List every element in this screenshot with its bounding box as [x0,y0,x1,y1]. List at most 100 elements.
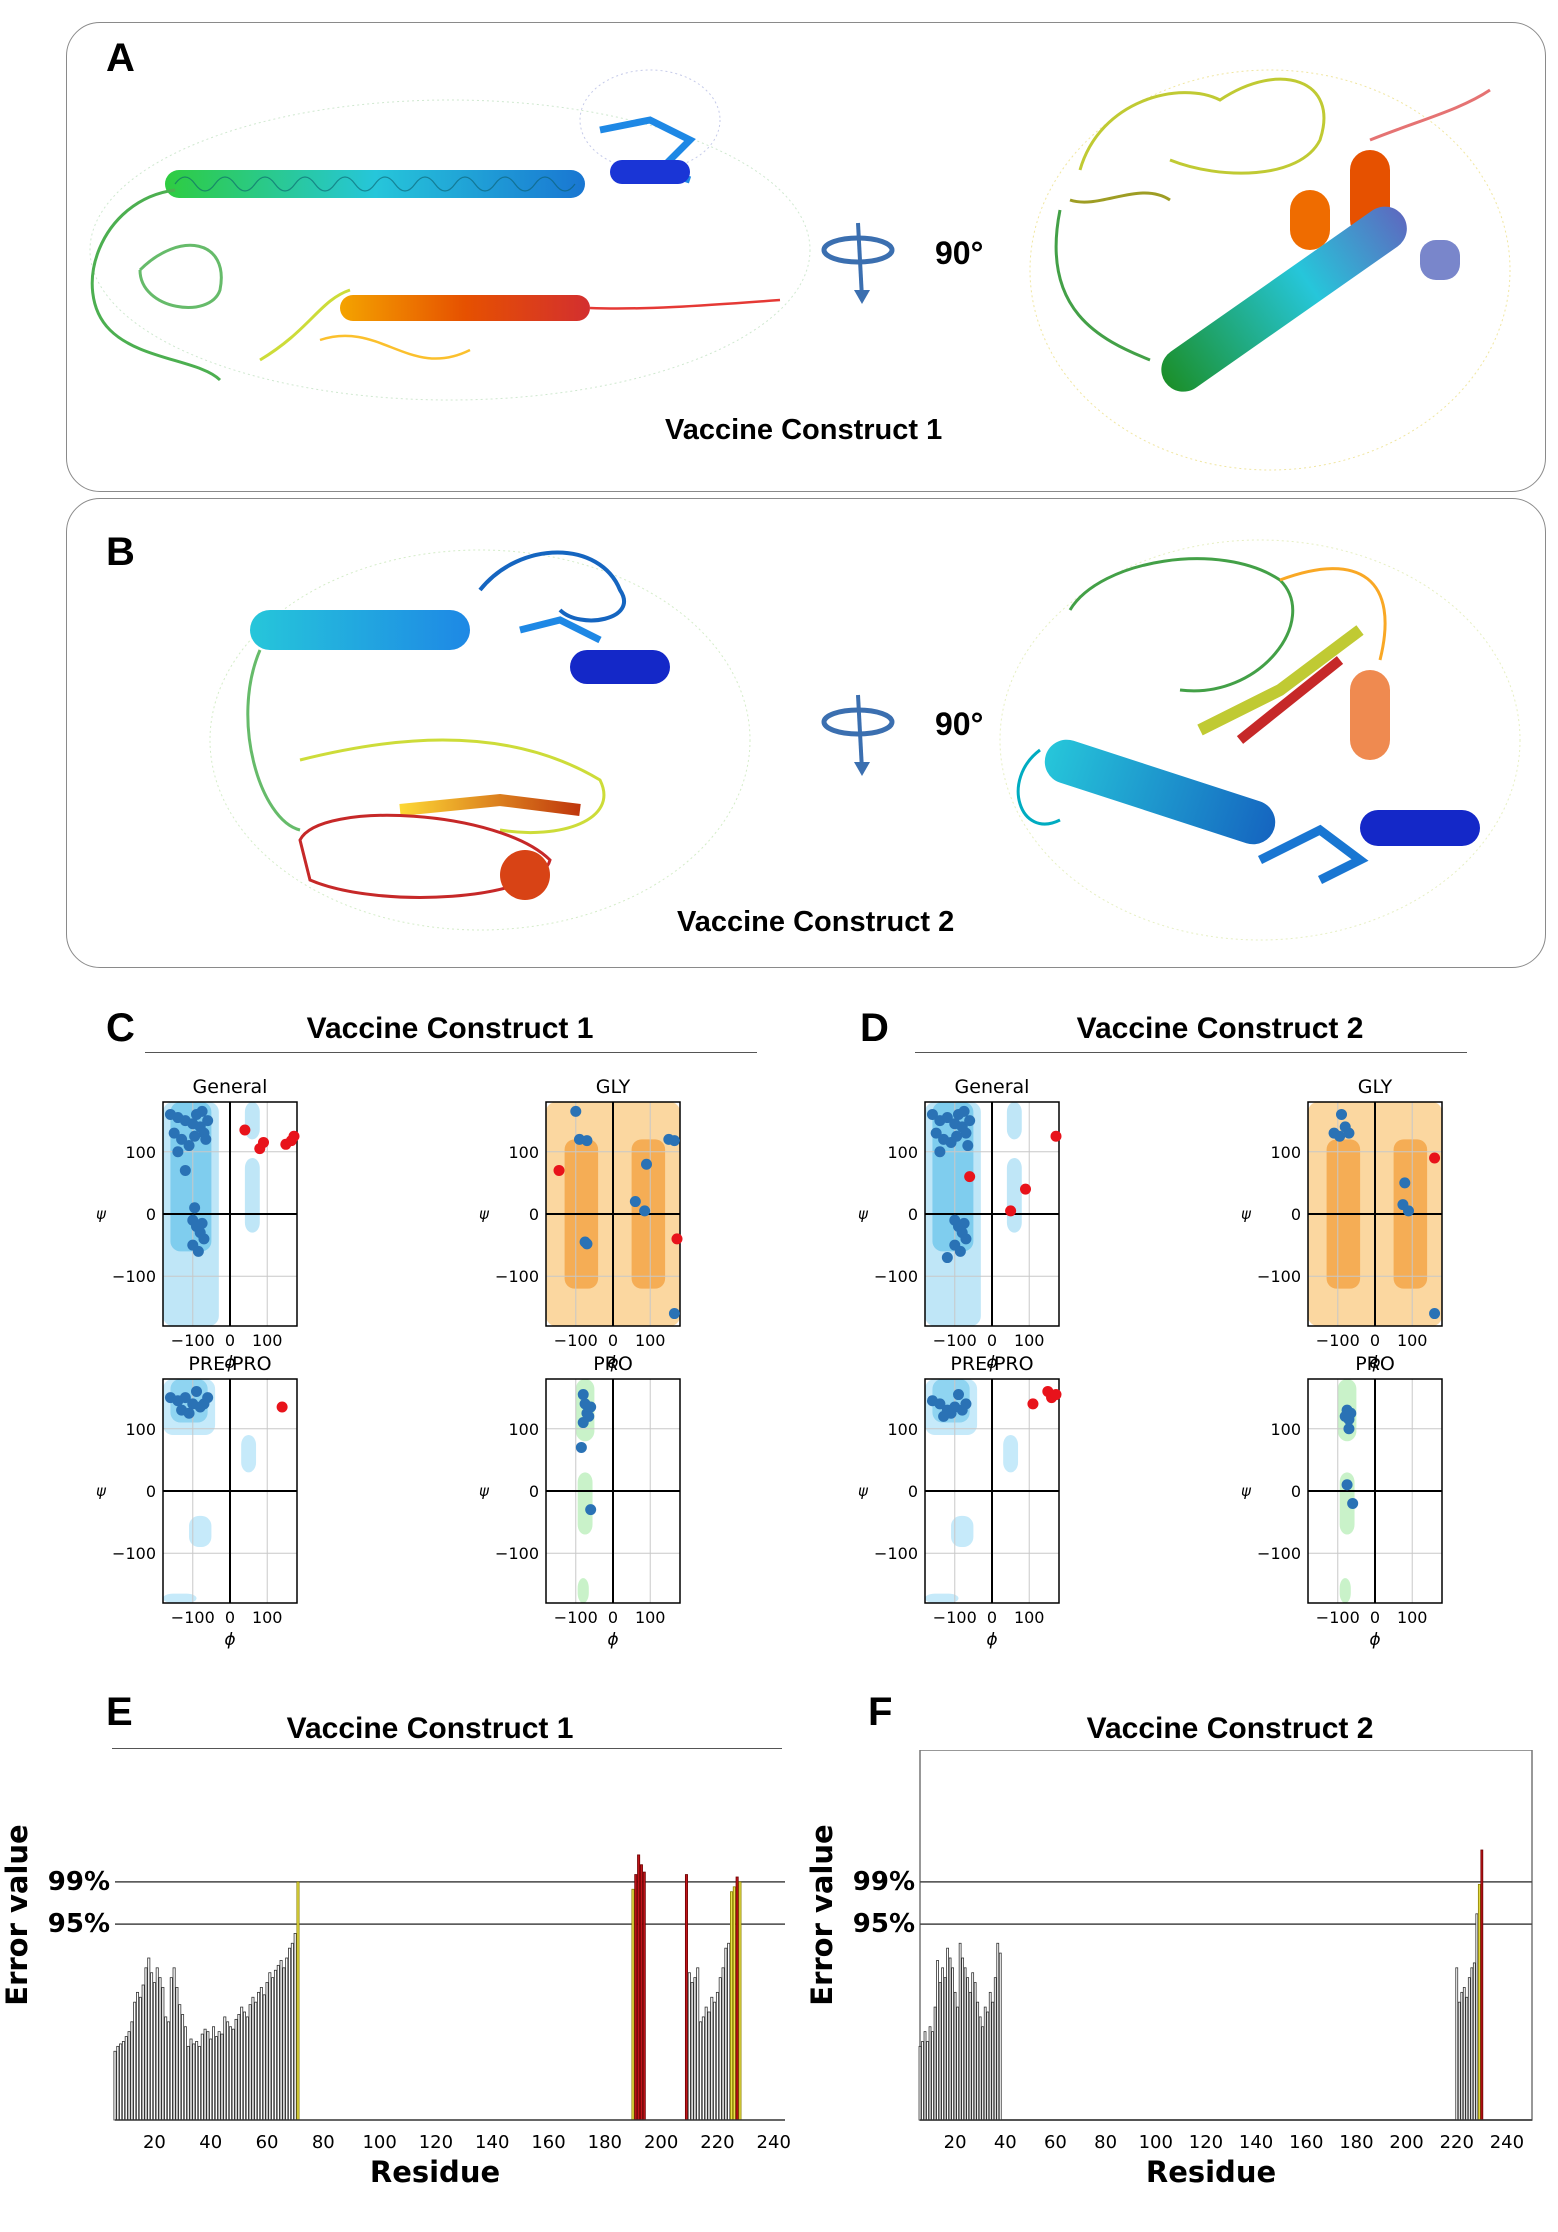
errat-bar [639,1864,643,2121]
errat-bar [147,1957,151,2121]
rama-point-favoured [951,1130,963,1142]
errat-bar [735,1876,739,2121]
errat-x-tick-label: 40 [994,2132,1017,2153]
rama-allowed-region [1003,1435,1019,1473]
errat-bar [231,2028,235,2121]
errat-bar [172,1967,176,2121]
rama-frame [162,1101,298,1327]
errat-x-tick-label: 220 [1440,2132,1474,2153]
errat-bar [730,1891,734,2121]
errat-bar [727,1942,731,2121]
rama-point-favoured [941,1252,953,1264]
rama-frame [1307,1378,1443,1604]
rama-point-favoured [179,1164,191,1176]
rama-title-construct-1: Vaccine Construct 1 [306,1012,594,1045]
rama-point-favoured [183,1140,195,1152]
rama-y-axis-label: ψ [96,1205,107,1223]
errat-bar [234,2018,238,2121]
errat-frame [919,1750,1533,2121]
errat-bar [918,2045,922,2121]
rama-point-favoured [168,1127,180,1139]
rama-point-favoured [641,1158,652,1170]
errat-bar [116,2045,120,2121]
errat-bar [189,2038,193,2121]
rama-point-favoured [585,1504,597,1516]
rama-x-tick-label: 100 [1014,1608,1045,1627]
errat-bar [724,1947,728,2121]
errat-bar [200,2033,204,2121]
rama-x-tick-label: 100 [635,1608,666,1627]
errat-bar [699,2021,703,2121]
rama-y-tick-label: 100 [125,1143,156,1162]
errat-bar [223,2016,227,2121]
rama-point-favoured [570,1105,582,1117]
rama-point-favoured [934,1398,946,1410]
errat-bar [124,2036,128,2121]
errat-threshold-label-95: 95% [48,1909,110,1939]
errat-bar [1470,1967,1474,2121]
rama-x-axis-label: ϕ [1369,1630,1380,1650]
errat-bar [718,1977,722,2121]
rama-allowed-region [577,1578,589,1603]
vaccine-construct-2-structure-view-1 [209,549,751,931]
rama-y-tick-label: 0 [146,1482,156,1501]
errat-bar [738,1881,742,2121]
errat-threshold-label-95: 95% [853,1909,915,1939]
errat-bar [133,2001,137,2121]
panel-label-e: E [106,1690,133,1734]
rama-point-favoured [189,1130,201,1142]
rotation-arrow-icon-a [821,222,895,304]
errat-bar [1460,1991,1464,2121]
rama-point-favoured [191,1385,202,1397]
panel-label-c: C [106,1006,135,1050]
panel-label-b: B [106,530,135,574]
errat-x-tick-label: 80 [312,2132,335,2153]
rama-point-favoured [1336,1108,1347,1120]
errat-bar [968,1991,972,2121]
rama-x-axis-label: ϕ [1369,1353,1380,1373]
errat-bar [642,1871,646,2121]
rama-y-tick-label: 100 [887,1420,918,1439]
rama-x-tick-label: −100 [933,1608,977,1627]
panel-a-frame [66,22,1546,492]
rama-point-favoured [202,1115,214,1127]
rama-point-favoured [189,1202,201,1214]
rama-x-tick-label: 0 [1370,1331,1380,1350]
rama-point-favoured [668,1135,680,1147]
rama-frame [545,1378,681,1604]
rama-x-tick-label: −100 [554,1331,598,1350]
errat-bar [1472,1962,1476,2121]
rama-point-favoured [1347,1497,1359,1509]
errat-bar [923,2031,927,2121]
errat-bar [178,2004,182,2121]
errat-bar [928,2026,932,2121]
rama-allowed-region [244,1158,260,1233]
rama-point-outlier [1050,1389,1062,1401]
panel-label-d: D [860,1006,889,1050]
errat-x-tick-label: 120 [1189,2132,1223,2153]
rama-y-tick-label: −100 [874,1544,918,1563]
errat-bar [254,2001,258,2121]
errat-bar [169,1977,173,2121]
errat-bar [271,1977,275,2121]
rama-plot-title: PRE-PRO [188,1353,271,1375]
rama-point-favoured [1399,1177,1411,1189]
rama-point-favoured [960,1127,972,1139]
rama-x-tick-label: 0 [987,1608,997,1627]
rama-x-tick-label: −100 [171,1331,215,1350]
errat-bar [273,1969,277,2121]
rama-y-axis-label: ψ [479,1482,490,1500]
rama-point-favoured [192,1245,204,1257]
errat-x-axis-label: Residue [370,2155,500,2189]
errat-x-tick-label: 60 [1044,2132,1067,2153]
errat-bar [265,1982,269,2121]
rama-y-tick-label: −100 [112,1267,156,1286]
errat-bar [175,1987,179,2121]
rama-point-favoured [953,1389,964,1401]
errat-bar [136,1991,140,2121]
errat-bar [956,2006,960,2121]
rama-y-tick-label: 100 [1270,1420,1301,1439]
rama-point-favoured [960,1398,972,1410]
